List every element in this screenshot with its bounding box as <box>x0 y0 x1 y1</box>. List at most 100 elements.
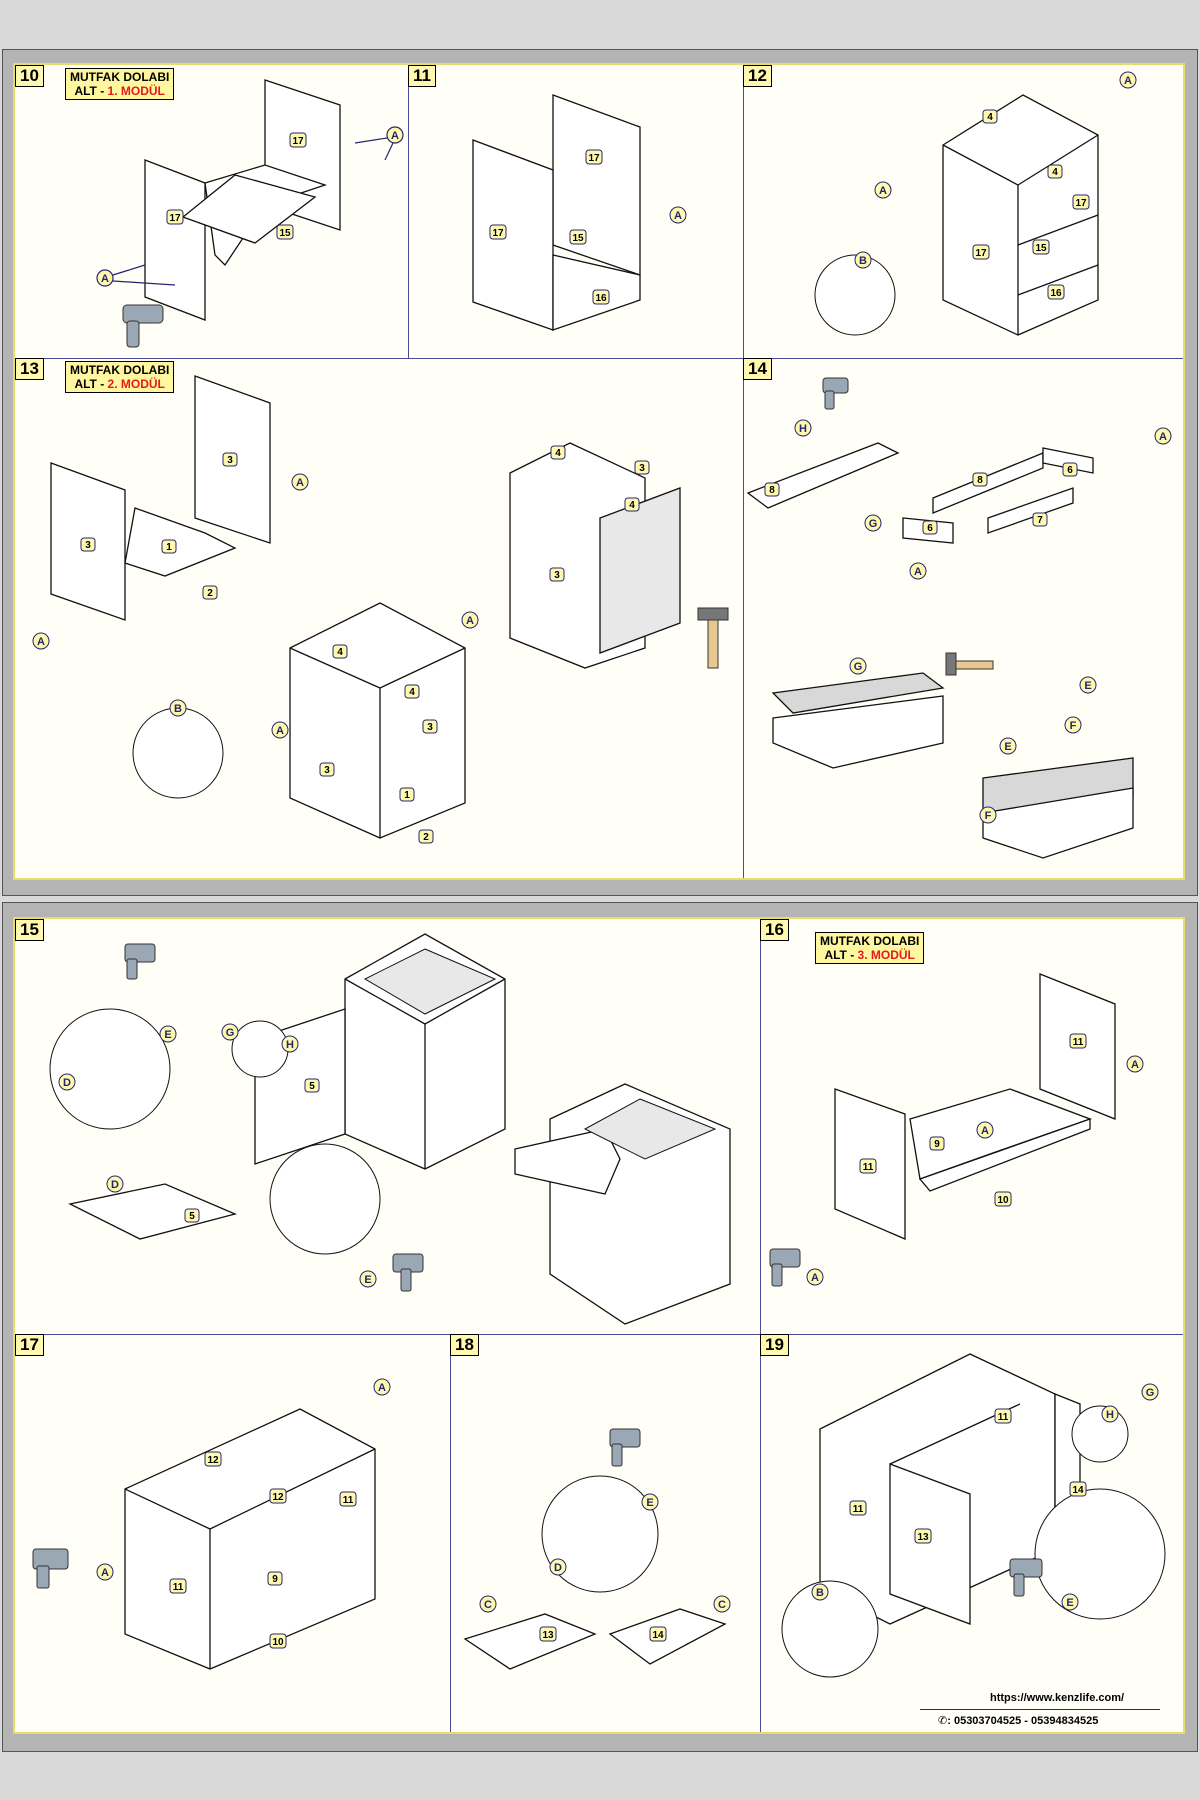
svg-text:E: E <box>1004 741 1011 753</box>
step-number: 12 <box>743 65 772 87</box>
svg-text:A: A <box>1159 431 1167 443</box>
svg-text:D: D <box>111 1179 119 1191</box>
svg-text:5: 5 <box>309 1081 315 1092</box>
module-number: 2. MODÜL <box>107 377 165 391</box>
svg-text:A: A <box>674 210 682 222</box>
svg-text:A: A <box>101 273 109 285</box>
title-line2: ALT - 3. MODÜL <box>824 948 915 962</box>
svg-text:16: 16 <box>1050 288 1062 299</box>
step-19-illustration: 11 11 13 14 G H B E <box>781 1353 1166 1678</box>
drill-icon <box>1009 1558 1043 1597</box>
svg-text:F: F <box>985 810 992 822</box>
step-10-illustration: 17 17 15 A A <box>96 79 404 348</box>
svg-text:10: 10 <box>997 1195 1009 1206</box>
svg-text:3: 3 <box>427 722 433 733</box>
svg-text:A: A <box>981 1125 989 1137</box>
svg-text:7: 7 <box>1037 515 1043 526</box>
step-11-illustration: 17 17 15 16 A <box>472 94 687 331</box>
footer-website[interactable]: https://www.kenzlife.com/ <box>990 1692 1125 1704</box>
bottom-sheet: 15 5 5 E <box>2 902 1198 1752</box>
svg-text:B: B <box>816 1587 824 1599</box>
svg-text:E: E <box>164 1029 171 1041</box>
svg-text:6: 6 <box>927 523 933 534</box>
step-10-panel: 10 MUTFAK DOLABI ALT - 1. MODÜL 17 17 15 <box>15 65 409 359</box>
step-number: 16 <box>760 919 789 941</box>
drill-icon <box>822 377 849 410</box>
svg-text:16: 16 <box>595 293 607 304</box>
step-number: 15 <box>15 919 44 941</box>
svg-text:15: 15 <box>572 233 584 244</box>
step-18-panel: 18 13 14 E D C C <box>450 1334 761 1732</box>
svg-text:17: 17 <box>588 153 600 164</box>
svg-text:15: 15 <box>279 228 291 239</box>
svg-text:11: 11 <box>998 1412 1009 1423</box>
step-11-panel: 11 17 17 15 16 A <box>408 65 744 359</box>
hammer-icon <box>945 652 994 676</box>
svg-text:6: 6 <box>1067 465 1073 476</box>
svg-text:11: 11 <box>863 1162 874 1173</box>
bottom-sheet-paper: 15 5 5 E <box>13 917 1185 1734</box>
part-label: 17 17 15 <box>166 132 307 240</box>
step-16-illustration: 11 11 9 10 A A A <box>769 973 1144 1287</box>
svg-text:15: 15 <box>1035 243 1047 254</box>
svg-text:G: G <box>854 661 863 673</box>
step-18-illustration: 13 14 E D C C <box>463 1428 731 1670</box>
svg-text:D: D <box>554 1562 562 1574</box>
module-title: MUTFAK DOLABI ALT - 2. MODÜL <box>65 361 175 393</box>
module-number: 1. MODÜL <box>107 84 165 98</box>
svg-text:2: 2 <box>423 832 429 843</box>
svg-text:4: 4 <box>1052 167 1058 178</box>
hammer-icon <box>697 607 729 669</box>
svg-text:B: B <box>859 255 867 267</box>
drill-icon <box>122 304 164 348</box>
svg-text:11: 11 <box>1073 1037 1084 1048</box>
step-12-panel: 12 4 4 17 17 15 16 B A A <box>743 65 1183 359</box>
step-number: 13 <box>15 358 44 380</box>
svg-text:A: A <box>1124 75 1132 87</box>
step-19-panel: 19 11 11 13 14 G <box>760 1334 1183 1732</box>
svg-text:1: 1 <box>166 542 172 553</box>
svg-text:A: A <box>879 185 887 197</box>
svg-text:9: 9 <box>272 1574 278 1585</box>
drill-icon <box>32 1548 69 1589</box>
finger-press-icon <box>814 254 896 336</box>
svg-text:17: 17 <box>492 228 504 239</box>
svg-text:H: H <box>1106 1409 1114 1421</box>
step-number: 11 <box>408 65 436 87</box>
svg-text:A: A <box>811 1272 819 1284</box>
svg-text:17: 17 <box>169 213 181 224</box>
svg-text:17: 17 <box>1075 198 1087 209</box>
svg-text:3: 3 <box>324 765 330 776</box>
step-14-illustration: 8 8 6 6 7 H G A A G E F E F <box>746 377 1172 859</box>
step-number: 17 <box>15 1334 44 1356</box>
svg-text:13: 13 <box>542 1630 554 1641</box>
title-line2: ALT - 2. MODÜL <box>74 377 165 391</box>
svg-text:E: E <box>1066 1597 1073 1609</box>
svg-text:5: 5 <box>189 1211 195 1222</box>
step-14-panel: 14 8 8 6 6 7 <box>743 358 1183 878</box>
svg-text:C: C <box>718 1599 726 1611</box>
step-15-illustration: 5 5 E D D G H E <box>49 933 731 1325</box>
module-title: MUTFAK DOLABI ALT - 3. MODÜL <box>815 932 925 964</box>
svg-text:12: 12 <box>272 1492 284 1503</box>
step-13-illustration: 3 3 1 2 4 4 3 3 1 2 4 3 4 3 A <box>32 375 729 844</box>
step-17-panel: 17 12 12 11 11 9 10 A A <box>15 1334 451 1732</box>
svg-text:H: H <box>286 1039 294 1051</box>
svg-text:4: 4 <box>987 112 993 123</box>
svg-text:10: 10 <box>272 1637 284 1648</box>
svg-text:4: 4 <box>629 500 635 511</box>
title-line2: ALT - 1. MODÜL <box>74 84 165 98</box>
svg-text:A: A <box>276 725 284 737</box>
svg-text:4: 4 <box>555 448 561 459</box>
svg-text:A: A <box>101 1567 109 1579</box>
svg-text:11: 11 <box>343 1495 354 1506</box>
title-line1: MUTFAK DOLABI <box>70 70 170 84</box>
svg-text:A: A <box>391 130 399 142</box>
finger-press-icon <box>132 707 224 799</box>
svg-text:G: G <box>226 1027 235 1039</box>
footer-phones: ✆: 05303704525 - 05394834525 <box>938 1715 1099 1727</box>
title-line1: MUTFAK DOLABI <box>820 934 920 948</box>
svg-text:8: 8 <box>769 485 775 496</box>
svg-text:H: H <box>799 423 807 435</box>
step-number: 14 <box>743 358 772 380</box>
